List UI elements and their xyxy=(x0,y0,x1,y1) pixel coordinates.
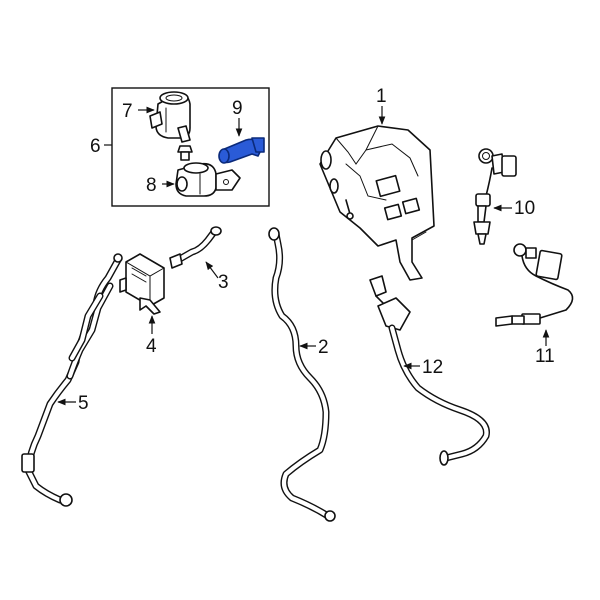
group-box-6 xyxy=(111,87,270,207)
callout-11: 11 xyxy=(535,346,555,367)
grommet[interactable] xyxy=(177,145,193,161)
callout-10: 10 xyxy=(514,198,535,219)
callout-5: 5 xyxy=(78,393,89,414)
part-7-purge-valve[interactable] xyxy=(149,91,191,143)
callout-1: 1 xyxy=(376,86,387,107)
part-5-fuel-line-assembly[interactable] xyxy=(21,253,123,507)
callout-2: 2 xyxy=(318,337,329,358)
part-1-vapor-canister[interactable] xyxy=(319,125,435,281)
callout-3: 3 xyxy=(218,272,229,293)
callout-9: 9 xyxy=(232,98,243,119)
part-9-hose-highlighted[interactable] xyxy=(218,137,265,164)
callout-8: 8 xyxy=(146,175,157,196)
leader-3 xyxy=(205,261,219,279)
callout-7: 7 xyxy=(122,101,133,122)
part-4-pump-module[interactable] xyxy=(119,253,165,315)
callout-12: 12 xyxy=(422,357,443,378)
part-12-sensor-tube[interactable] xyxy=(369,275,490,466)
part-10-sensor[interactable] xyxy=(473,148,517,245)
part-11-oxygen-sensor[interactable] xyxy=(495,243,574,327)
callout-6: 6 xyxy=(90,136,101,157)
part-8-valve[interactable] xyxy=(175,162,241,197)
part-3-short-hose[interactable] xyxy=(169,226,222,269)
part-2-vapor-tube[interactable] xyxy=(268,227,336,522)
callout-4: 4 xyxy=(146,336,157,357)
